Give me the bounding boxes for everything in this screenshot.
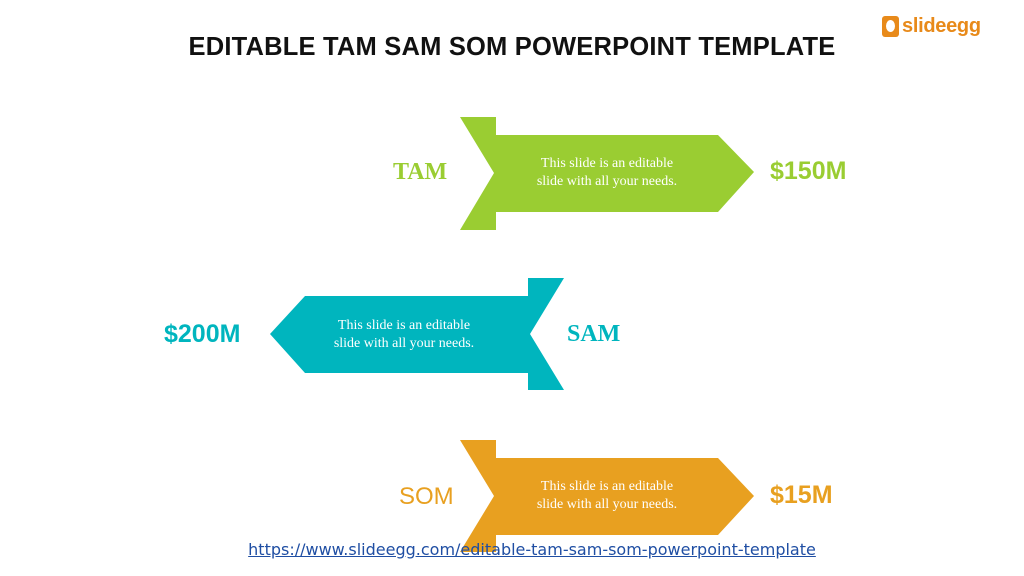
sam-value: $200M bbox=[164, 320, 241, 348]
sam-arrow bbox=[270, 278, 564, 390]
som-arrow bbox=[460, 440, 754, 552]
tam-arrow bbox=[460, 117, 754, 230]
sam-label: SAM bbox=[567, 321, 621, 347]
tam-label: TAM bbox=[393, 159, 448, 185]
source-link[interactable]: https://www.slideegg.com/editable-tam-sa… bbox=[248, 540, 816, 559]
slideegg-logo: slideegg bbox=[882, 12, 981, 40]
logo-text: slideegg bbox=[902, 14, 981, 37]
page-title: EDITABLE TAM SAM SOM POWERPOINT TEMPLATE bbox=[188, 33, 836, 61]
som-value: $15M bbox=[770, 481, 833, 509]
tam-value: $150M bbox=[770, 157, 847, 185]
som-label: SOM bbox=[399, 483, 454, 510]
egg-icon bbox=[882, 15, 899, 37]
